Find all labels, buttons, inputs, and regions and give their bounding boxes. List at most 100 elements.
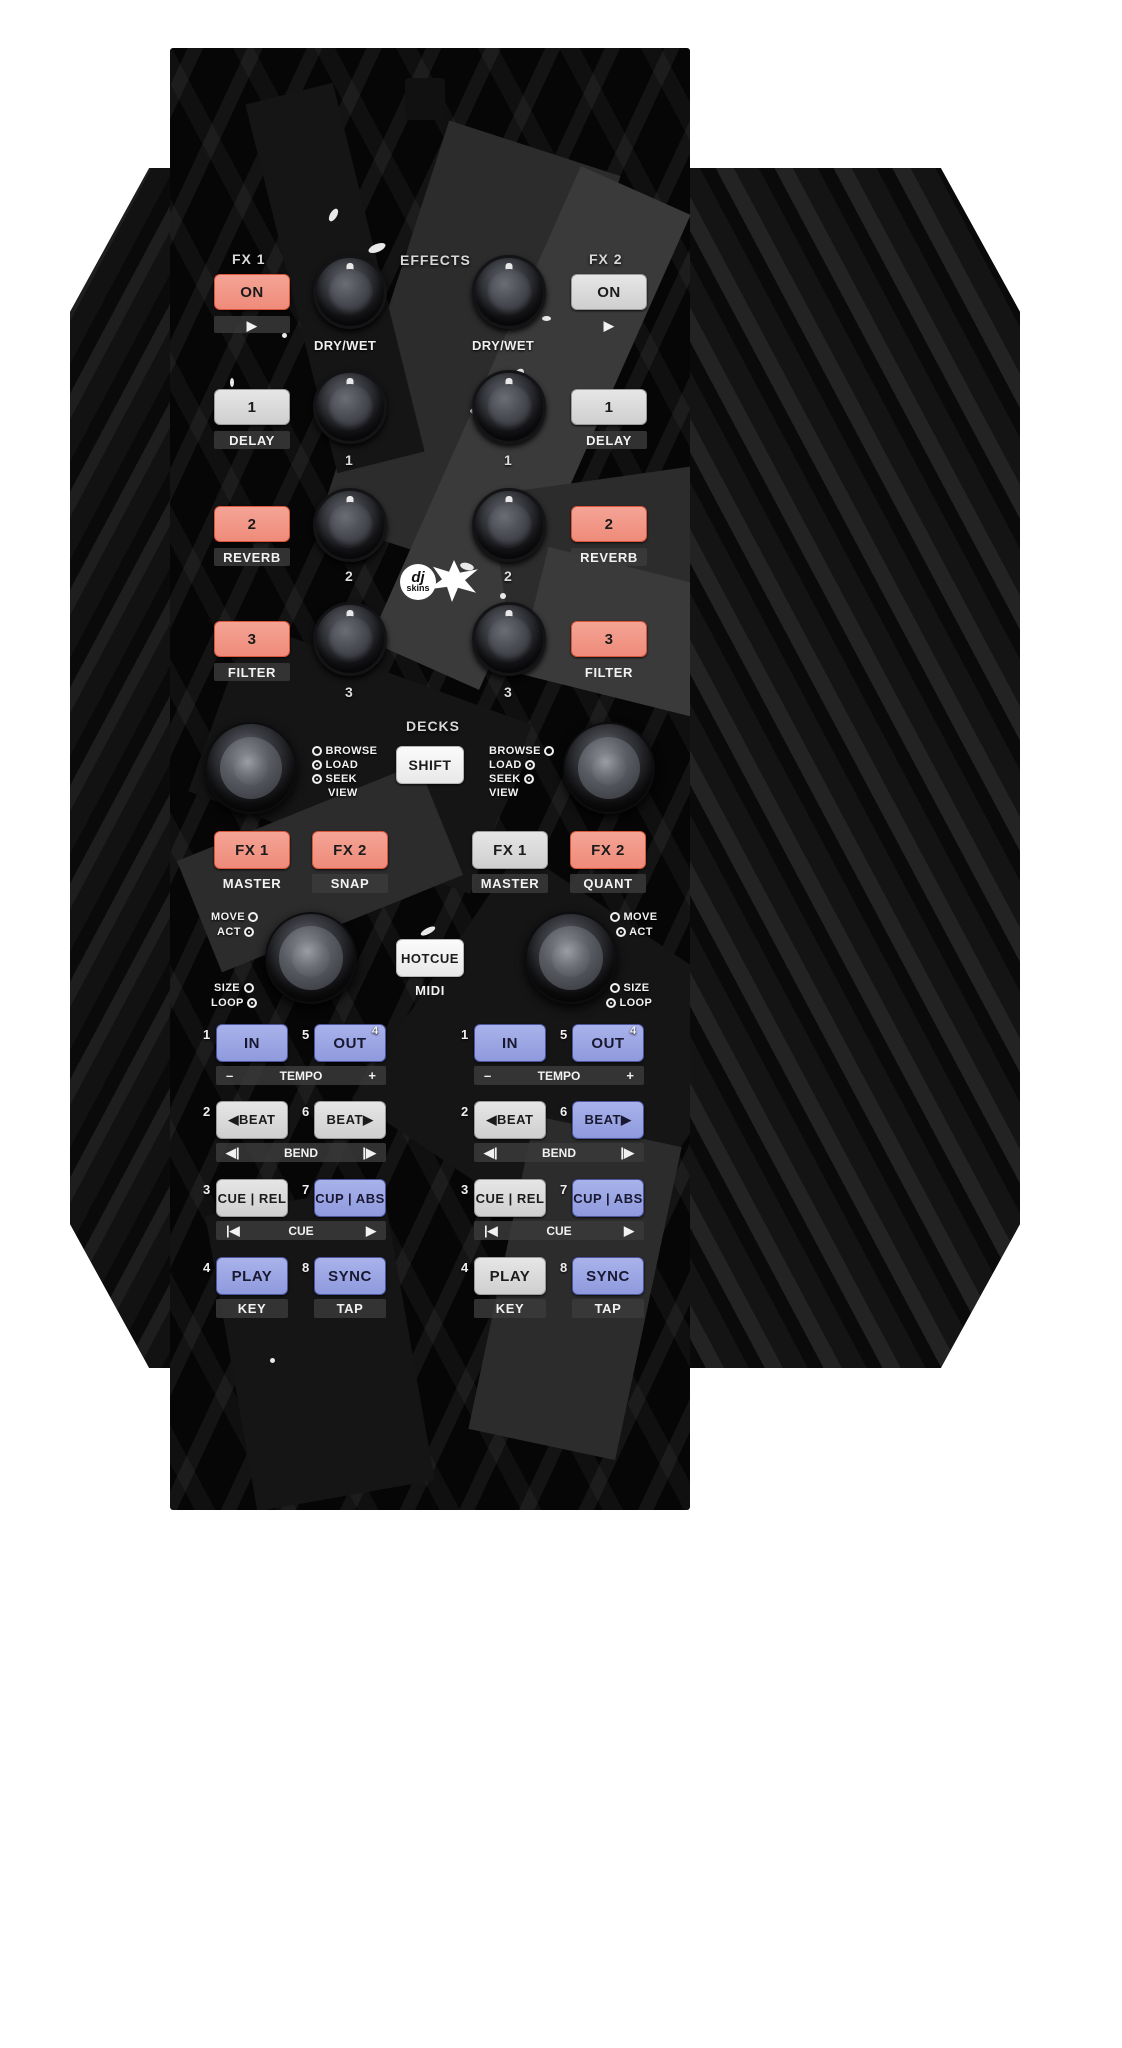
left-beat-fwd-button[interactable]: BEAT▶: [314, 1101, 386, 1139]
fx1-knob-1-number: 1: [345, 452, 353, 468]
right-cue-bar: |◀ CUE ▶: [474, 1221, 644, 1240]
hotcue-button[interactable]: HOTCUE: [396, 939, 464, 977]
led-ring-icon: [544, 746, 555, 757]
led-ring-icon: [606, 998, 616, 1009]
left-view-label: VIEW: [328, 787, 358, 799]
right-sync-button[interactable]: SYNC: [572, 1257, 644, 1295]
right-loop-act-row[interactable]: ACT: [616, 926, 653, 938]
fx1-on-button[interactable]: ON: [214, 274, 290, 310]
right-loop-in-button[interactable]: IN: [474, 1024, 546, 1062]
bend-fwd-icon: |▶: [620, 1144, 634, 1160]
left-fx2-assign-button[interactable]: FX 2: [312, 831, 388, 869]
left-load-label: LOAD: [325, 759, 359, 771]
fx1-knob-1[interactable]: [313, 370, 387, 444]
right-seek-label: SEEK: [489, 773, 521, 785]
right-key-label: KEY: [474, 1299, 546, 1318]
fx2-slot2-button[interactable]: 2: [571, 506, 647, 542]
left-browse-led-seek[interactable]: SEEK: [312, 773, 357, 785]
left-browse-encoder[interactable]: [205, 722, 297, 814]
watermark-dj-text: dj: [411, 568, 425, 586]
left-cue-bar: |◀ CUE ▶: [216, 1221, 386, 1240]
left-play-button[interactable]: PLAY: [216, 1257, 288, 1295]
right-browse-led-browse[interactable]: BROWSE: [489, 745, 555, 757]
encoder-cap: [292, 939, 330, 977]
fx1-knob-2[interactable]: [313, 488, 387, 562]
cue-back-icon: |◀: [484, 1222, 498, 1238]
right-browse-led-seek[interactable]: SEEK: [489, 773, 535, 785]
fx1-knob-3-number: 3: [345, 684, 353, 700]
right-browse-led-load[interactable]: LOAD: [489, 759, 536, 771]
fx1-slot2-button[interactable]: 2: [214, 506, 290, 542]
right-play-button[interactable]: PLAY: [474, 1257, 546, 1295]
cue-play-icon: ▶: [366, 1222, 376, 1238]
fx1-slot1-button[interactable]: 1: [214, 389, 290, 425]
led-ring-icon: [312, 746, 322, 757]
right-loop-move-row[interactable]: MOVE: [610, 911, 657, 923]
right-pad-3-index: 3: [461, 1182, 469, 1197]
shift-button[interactable]: SHIFT: [396, 746, 464, 784]
left-pad-1-index: 1: [203, 1027, 211, 1042]
left-loop-out-corner-index: 4: [372, 1025, 379, 1037]
left-loop-encoder[interactable]: [265, 912, 357, 1004]
fx2-knob-1-number: 1: [504, 452, 512, 468]
left-snap-label: SNAP: [312, 874, 388, 893]
right-beat-fwd-button[interactable]: BEAT▶: [572, 1101, 644, 1139]
fx2-drywet-knob[interactable]: [472, 255, 546, 329]
right-loop-size-row[interactable]: SIZE: [610, 982, 650, 994]
right-quant-label: QUANT: [570, 874, 646, 893]
right-loop-encoder[interactable]: [525, 912, 617, 1004]
right-size-label: SIZE: [623, 982, 650, 994]
left-loop-size-row[interactable]: SIZE: [214, 982, 254, 994]
left-browse-led-browse[interactable]: BROWSE: [312, 745, 377, 757]
left-loop-label: LOOP: [211, 997, 244, 1009]
left-fx1-assign-button[interactable]: FX 1: [214, 831, 290, 869]
tempo-plus-label: +: [368, 1068, 376, 1083]
fx2-on-button[interactable]: ON: [571, 274, 647, 310]
left-move-label: MOVE: [211, 911, 245, 923]
left-cup-abs-button[interactable]: CUP | ABS: [314, 1179, 386, 1217]
fx1-knob-3[interactable]: [313, 602, 387, 676]
fx2-knob-2[interactable]: [472, 488, 546, 562]
fx1-knob-2-number: 2: [345, 568, 353, 584]
right-cue-rel-button[interactable]: CUE | REL: [474, 1179, 546, 1217]
right-cup-abs-button[interactable]: CUP | ABS: [572, 1179, 644, 1217]
fx2-knob-1[interactable]: [472, 370, 546, 444]
fx1-arrow-label: ▶: [214, 316, 290, 333]
left-loop-loop-row[interactable]: LOOP: [211, 997, 258, 1009]
left-loop-move-row[interactable]: MOVE: [211, 911, 259, 923]
artwork-speck: [282, 333, 287, 338]
right-beat-back-button[interactable]: ◀BEAT: [474, 1101, 546, 1139]
left-cue-rel-button[interactable]: CUE | REL: [216, 1179, 288, 1217]
fx2-knob-3[interactable]: [472, 602, 546, 676]
fx1-drywet-knob[interactable]: [313, 255, 387, 329]
right-fx1-assign-button[interactable]: FX 1: [472, 831, 548, 869]
left-browse-led-load[interactable]: LOAD: [312, 759, 358, 771]
fx2-slot1-button[interactable]: 1: [571, 389, 647, 425]
left-pad-4-index: 4: [203, 1260, 211, 1275]
left-browse-label: BROWSE: [325, 745, 378, 757]
left-loop-out-button[interactable]: OUT: [314, 1024, 386, 1062]
right-fx2-assign-button[interactable]: FX 2: [570, 831, 646, 869]
right-loop-out-button[interactable]: OUT: [572, 1024, 644, 1062]
bend-back-icon: ◀|: [484, 1144, 498, 1160]
fx1-slot3-button[interactable]: 3: [214, 621, 290, 657]
right-browse-encoder[interactable]: [563, 722, 655, 814]
led-ring-icon: [524, 774, 535, 785]
left-beat-back-button[interactable]: ◀BEAT: [216, 1101, 288, 1139]
right-pad-2-index: 2: [461, 1104, 469, 1119]
left-size-label: SIZE: [214, 982, 241, 994]
cue-play-icon: ▶: [624, 1222, 634, 1238]
left-sync-button[interactable]: SYNC: [314, 1257, 386, 1295]
right-browse-label: BROWSE: [489, 745, 541, 757]
led-ring-icon: [610, 983, 620, 994]
fx2-slot3-button[interactable]: 3: [571, 621, 647, 657]
fx2-knob-3-number: 3: [504, 684, 512, 700]
left-pad-3-index: 3: [203, 1182, 211, 1197]
right-pad-8-index: 8: [560, 1260, 568, 1275]
right-loop-loop-row[interactable]: LOOP: [606, 997, 652, 1009]
left-loop-in-button[interactable]: IN: [216, 1024, 288, 1062]
left-seek-label: SEEK: [325, 773, 358, 785]
left-loop-act-row[interactable]: ACT: [217, 926, 255, 938]
midi-label: MIDI: [415, 983, 445, 998]
